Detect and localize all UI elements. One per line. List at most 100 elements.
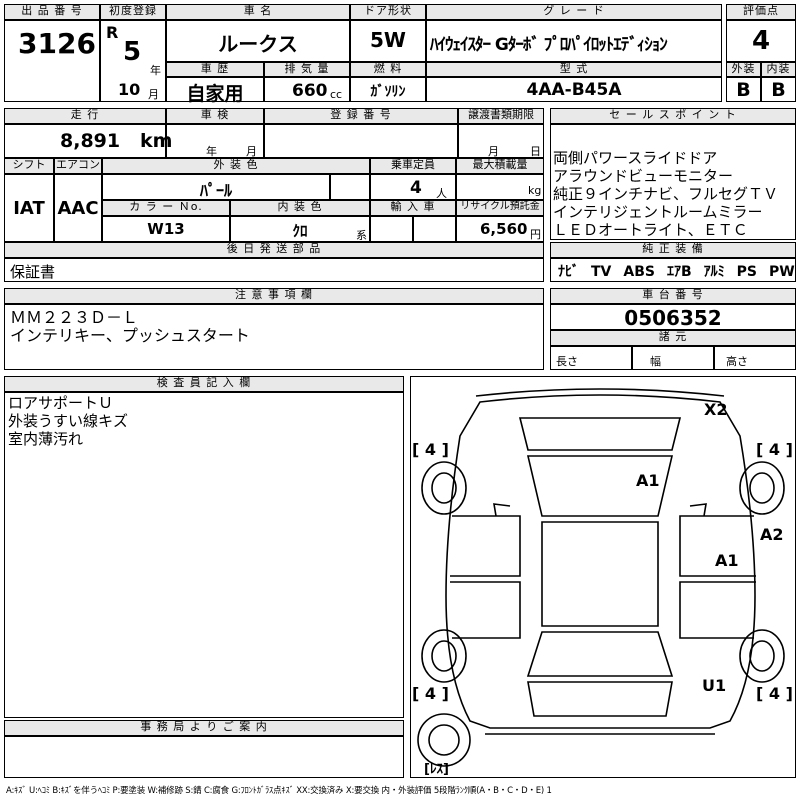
chassis-cell [550, 304, 796, 330]
cc-unit: cc [330, 88, 343, 101]
spare-tire-label: [ﾚｽ] [424, 762, 449, 777]
genuine-item: ｱﾙﾐ [703, 264, 725, 280]
grade-header: グ レ ー ド [426, 4, 722, 20]
aircon: AAC [57, 198, 99, 219]
spec-height: 高さ [726, 355, 748, 368]
grade: ﾊｲｳｪｲｽﾀｰ Gﾀｰﾎﾞ ﾌﾟﾛﾊﾟｲﾛｯﾄｴﾃﾞｨｼｮﾝ [430, 35, 668, 55]
transfer-day: 日 [530, 145, 541, 158]
notes: ＭＭ２２３Ｄ－Ｌ インテリキー、プッシュスタート [10, 308, 250, 345]
color-no-header: カ ラ ー Ｎo. [102, 200, 230, 216]
wheel-rl-inner [431, 640, 457, 672]
month-unit: 月 [148, 88, 159, 101]
mileage-header: 走 行 [4, 108, 166, 124]
later-parts-header: 後 日 発 送 部 品 [4, 242, 544, 258]
insp-month-unit: 月 [246, 145, 257, 158]
mileage: 8,891 [60, 130, 121, 152]
era-label: R [106, 23, 119, 42]
later-parts-cell [4, 258, 544, 282]
history-header: 車 歴 [166, 62, 264, 77]
fuel: ｶﾞｿﾘﾝ [370, 84, 406, 100]
fuel-header: 燃 料 [350, 62, 426, 77]
recycle-header: リサイクル預託金 [456, 200, 544, 216]
shift-header: シフト [4, 158, 54, 174]
first-reg-header: 初度登録 [100, 4, 166, 20]
import-header: 輸 入 車 [370, 200, 456, 216]
recycle-cell [456, 216, 544, 242]
later-parts: 保証書 [10, 263, 56, 281]
recycle: 6,560 [480, 220, 528, 238]
interior-grade: B [771, 79, 786, 101]
wheel-rr-inner [749, 640, 775, 672]
tire-fl-score: [ 4 ] [412, 440, 449, 459]
interior-header: 内装 [761, 62, 796, 77]
reg-no-header: 登 録 番 号 [264, 108, 458, 124]
door-cell [350, 20, 426, 62]
color-header: 外 装 色 [102, 158, 370, 174]
import-cell-a [370, 216, 413, 242]
model-code: 4AA-B45A [526, 80, 622, 100]
legend: A:ｷｽﾞ U:ﾍｺﾐ B:ｷｽﾞを伴うﾍｺﾐ P:要塗装 W:補修跡 S:錆 … [6, 786, 552, 796]
lot-cell [4, 20, 100, 102]
door-header: ドア形状 [350, 4, 426, 20]
sales-point-cell [550, 124, 796, 240]
genuine-item: TV [591, 264, 612, 280]
color-no: W13 [147, 220, 185, 238]
wheel-fl-inner [431, 472, 457, 504]
displacement: 660 [292, 81, 328, 101]
car-diagram-frame [410, 376, 796, 778]
capacity-unit: 人 [436, 187, 447, 200]
lot-header: 出 品 番 号 [4, 4, 100, 20]
inspection-cell [166, 124, 264, 158]
reg-year: 5 [123, 37, 142, 67]
office-cell [4, 736, 404, 778]
genuine-header: 純 正 装 備 [550, 242, 796, 258]
km-unit: km [140, 130, 173, 152]
sales-points: 両側パワースライドドア アラウンドビューモニター 純正９インチナビ、フルセグＴＶ… [553, 149, 779, 239]
score-header: 評価点 [726, 4, 796, 20]
inspector-header: 検 査 員 記 入 欄 [4, 376, 404, 392]
left-front-door [450, 515, 521, 577]
history-cell [166, 77, 264, 102]
capacity-header: 乗車定員 [370, 158, 456, 174]
aircon-header: エアコン [54, 158, 102, 174]
spec-width-cell [632, 346, 714, 370]
reg-no-cell [264, 124, 458, 158]
aircon-cell [54, 174, 102, 242]
transfer-month: 月 [488, 145, 499, 158]
transfer-header: 譲渡書類期限 [458, 108, 544, 124]
damage-a2: A2 [760, 525, 784, 544]
color: ﾊﾟｰﾙ [199, 181, 232, 200]
displacement-header: 排 気 量 [264, 62, 350, 77]
history: 自家用 [186, 83, 244, 105]
notes-cell [4, 304, 544, 370]
inspector-cell [4, 392, 404, 718]
specs-header: 諸 元 [550, 330, 796, 346]
rear-glass [526, 631, 674, 677]
inspection-header: 車 検 [166, 108, 264, 124]
transfer-cell [458, 124, 544, 158]
genuine-item: PW [769, 264, 795, 280]
genuine-item: PS [736, 264, 757, 280]
wheel-fr [739, 461, 785, 515]
interior-cell [761, 77, 796, 102]
genuine-item: ｴｱB [666, 264, 692, 280]
wheel-fl [421, 461, 467, 515]
score: 4 [751, 26, 771, 56]
front-bumper [475, 388, 725, 397]
yen-unit: 円 [530, 228, 541, 241]
left-rear-door [450, 581, 521, 639]
windshield [526, 455, 674, 517]
right-rear-door [679, 581, 756, 639]
exterior-header: 外装 [726, 62, 761, 77]
sales-point-header: セ ー ル ス ポ イ ン ト [550, 108, 796, 124]
exterior-grade: B [736, 79, 751, 101]
office-header: 事 務 局 よ り ご 案 内 [4, 720, 404, 736]
int-suffix: 系 [356, 229, 367, 242]
damage-a1-right: A1 [715, 551, 739, 570]
inspector-notes: ロアサポートＵ 外装うすい線キズ 室内薄汚れ [8, 394, 129, 448]
left-mirror [493, 503, 511, 517]
car-name-cell [166, 20, 350, 62]
hood [518, 417, 682, 451]
spec-width: 幅 [650, 355, 661, 368]
